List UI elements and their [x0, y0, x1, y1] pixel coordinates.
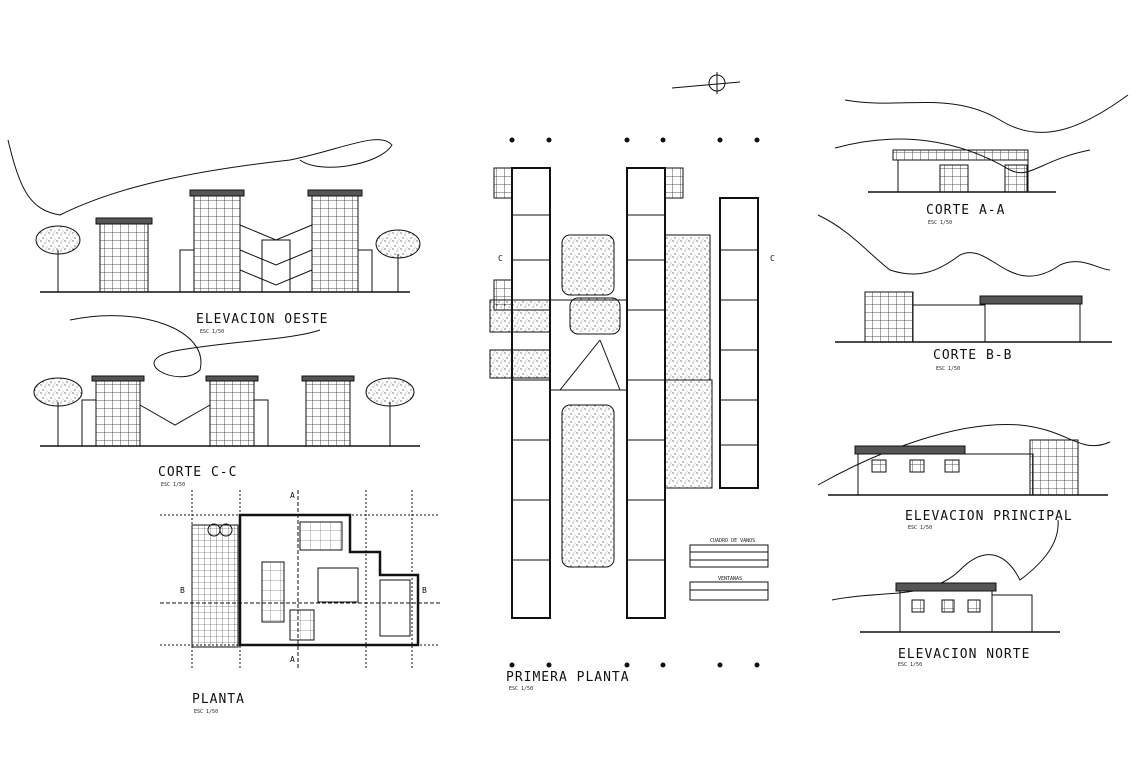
corte-bb-drawing — [817, 214, 1112, 343]
title-corte-cc: CORTE C-C — [158, 465, 238, 480]
scale-corte-aa: ESC 1/50 — [928, 220, 953, 226]
scale-planta: ESC 1/50 — [194, 709, 219, 715]
table-caption-vanos: CUADRO DE VANOS — [710, 538, 756, 544]
section-mark-b-left: B — [180, 586, 185, 595]
title-elevacion-principal: ELEVACION PRINCIPAL — [905, 509, 1073, 524]
section-mark-b-right: B — [422, 586, 427, 595]
section-mark-c-left: C — [498, 254, 503, 263]
elevacion-oeste-drawing — [7, 139, 421, 293]
planta-drawing — [160, 490, 440, 670]
scale-corte-bb: ESC 1/50 — [936, 366, 961, 372]
scale-elevacion-principal: ESC 1/50 — [908, 525, 933, 531]
table-caption-ventanas: VENTANAS — [718, 576, 743, 582]
scale-primera-planta: ESC 1/50 — [509, 686, 534, 692]
section-mark-c-right: C — [770, 254, 775, 263]
corte-cc-drawing — [33, 315, 420, 447]
corte-aa-drawing — [834, 94, 1129, 193]
scale-elevacion-oeste: ESC 1/50 — [200, 329, 225, 335]
title-corte-aa: CORTE A-A — [926, 203, 1006, 218]
title-planta: PLANTA — [192, 692, 245, 707]
section-mark-a-bottom: A — [290, 655, 295, 664]
elevacion-norte-drawing — [831, 519, 1060, 633]
elevacion-principal-drawing — [817, 423, 1111, 496]
title-elevacion-norte: ELEVACION NORTE — [898, 647, 1031, 662]
title-elevacion-oeste: ELEVACION OESTE — [196, 312, 329, 327]
primera-planta-drawing — [489, 72, 769, 668]
title-primera-planta: PRIMERA PLANTA — [506, 670, 630, 685]
scale-elevacion-norte: ESC 1/50 — [898, 662, 923, 668]
scale-corte-cc: ESC 1/50 — [161, 482, 186, 488]
section-mark-a-top: A — [290, 491, 295, 500]
title-corte-bb: CORTE B-B — [933, 348, 1013, 363]
